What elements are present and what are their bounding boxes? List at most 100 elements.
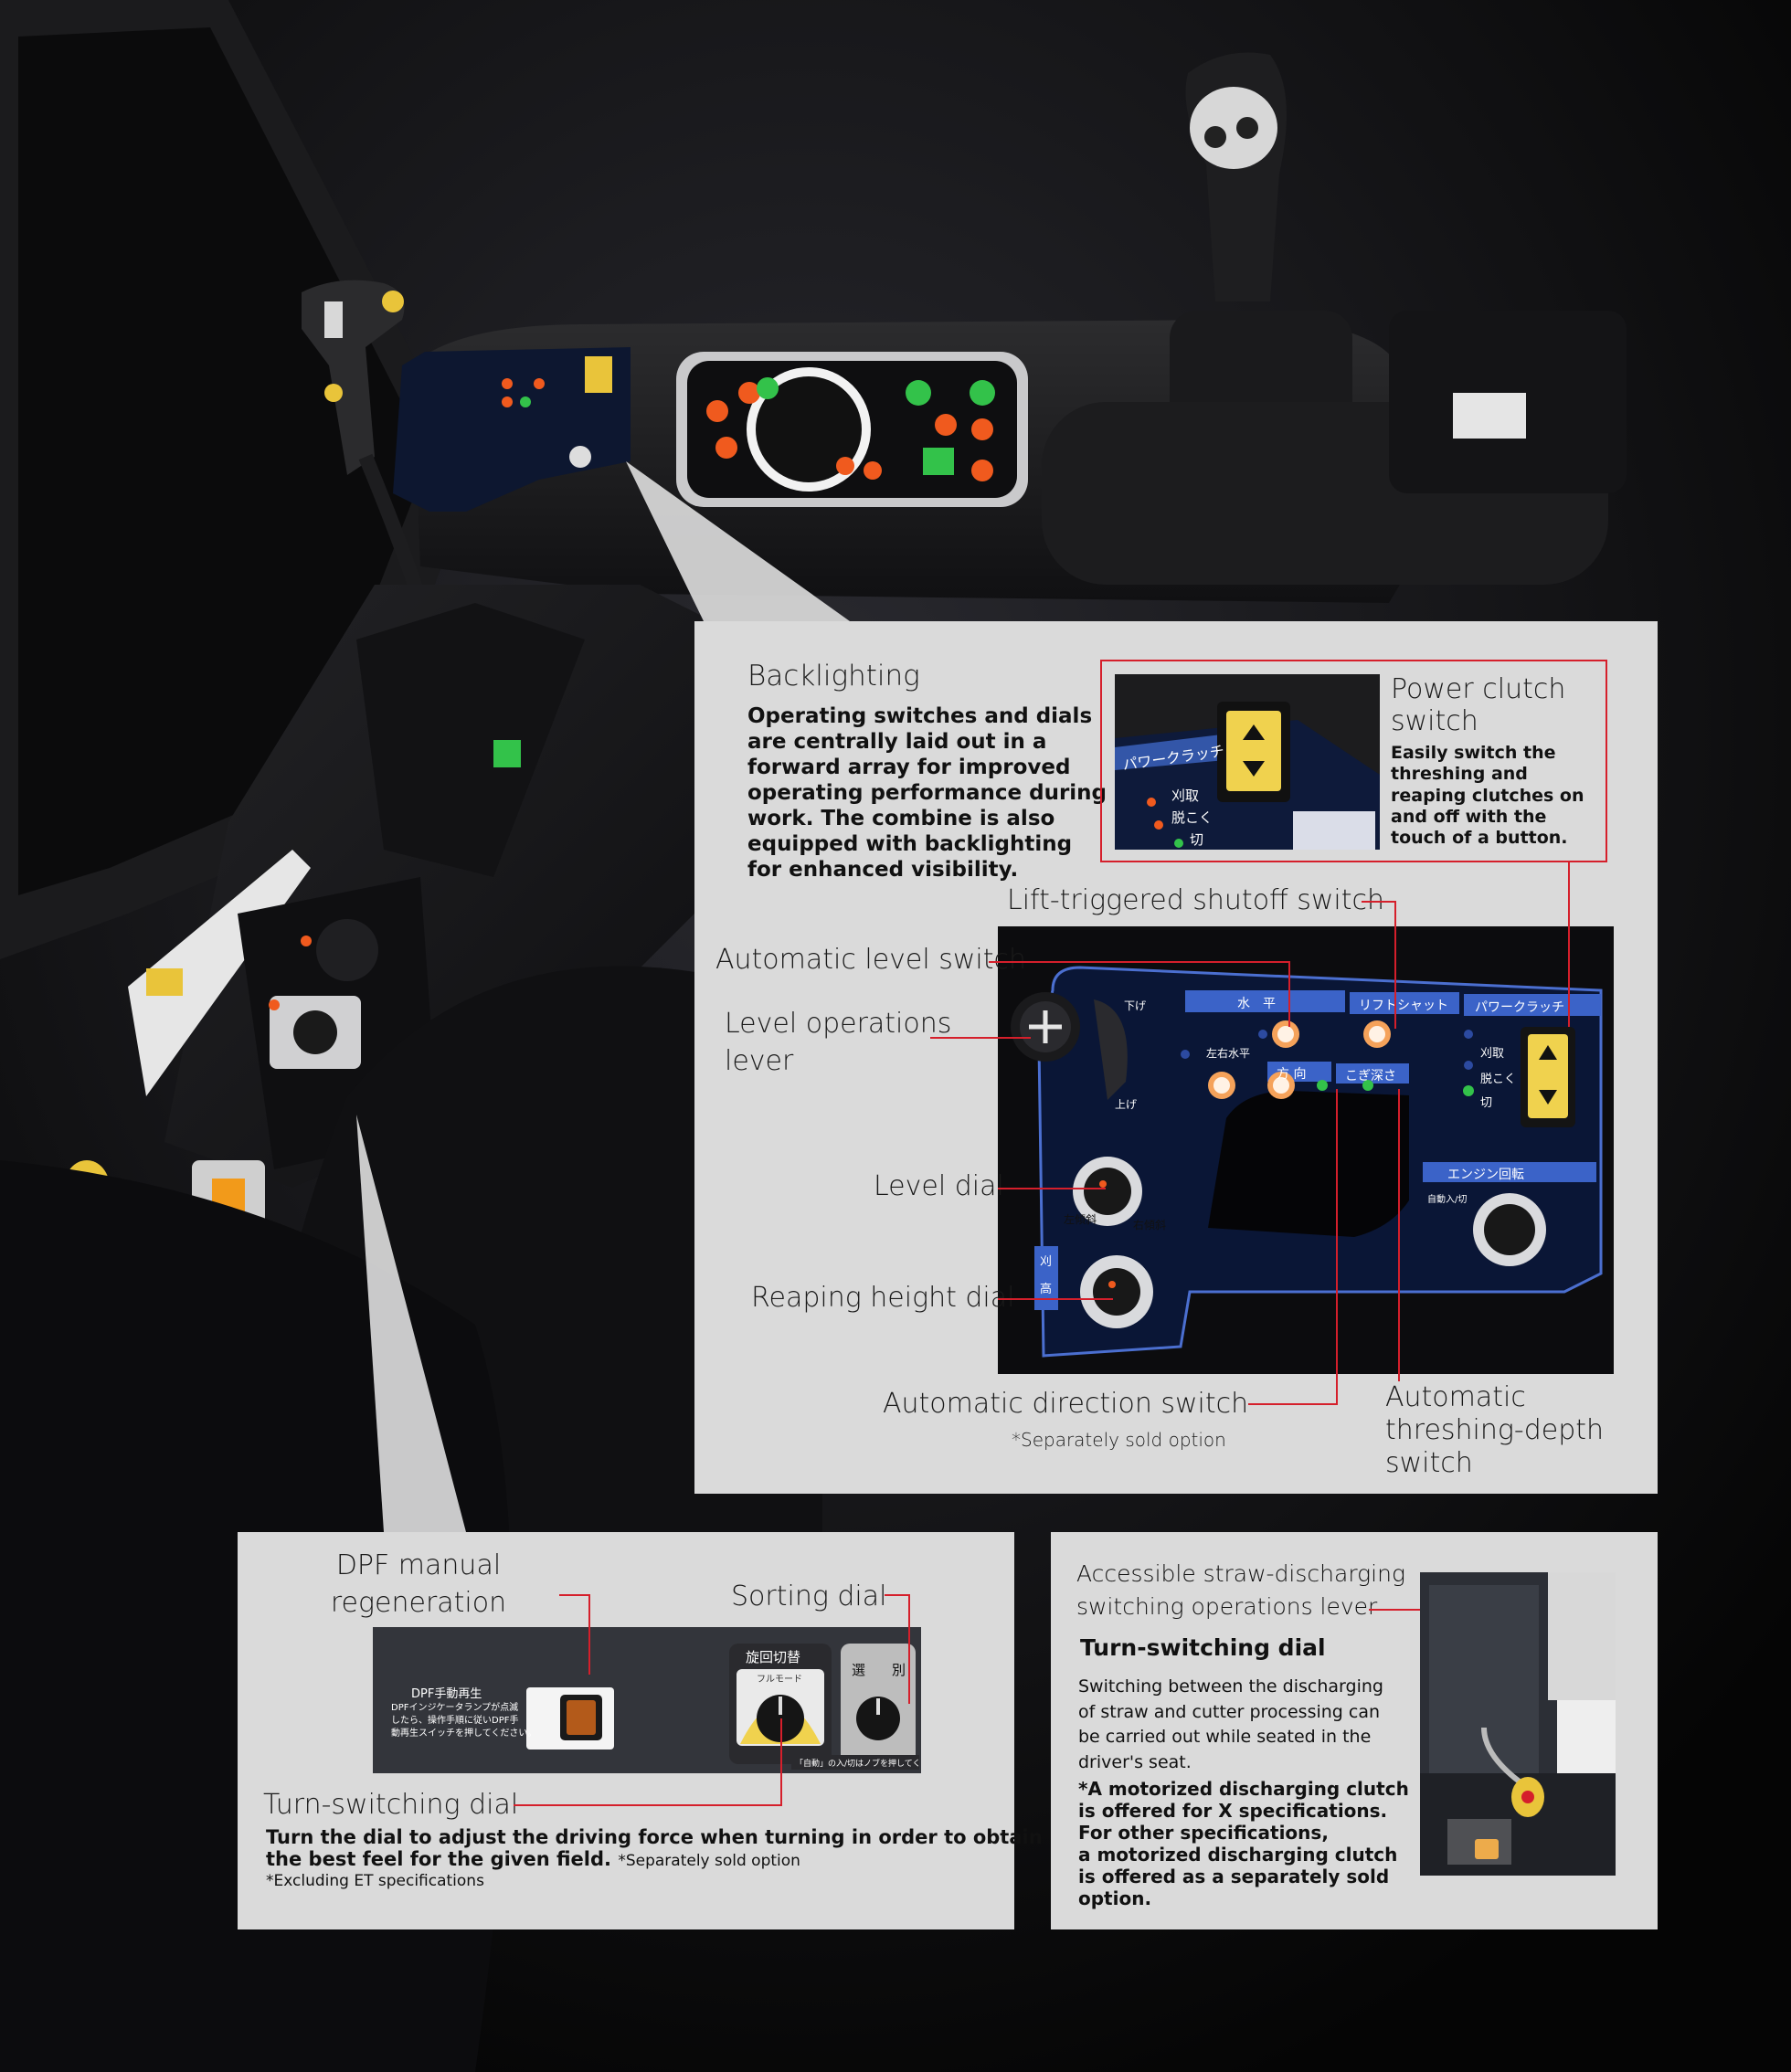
leader-line	[989, 961, 1290, 963]
sorting-dial-label: Sorting dial	[731, 1580, 887, 1612]
leader-line	[1398, 1089, 1400, 1381]
power-clutch-body-line: and off with the	[1391, 807, 1547, 828]
leader-line	[998, 1298, 1113, 1300]
panel-jp-dakkoku: 脱こく	[1480, 1073, 1517, 1086]
leader-line	[998, 1188, 1106, 1189]
sel-jp: 選	[852, 1662, 866, 1678]
leader-line	[1394, 901, 1396, 1029]
dpf-heading-line: DPF manual	[335, 1549, 502, 1581]
level-lever-line: Level operations	[725, 1008, 952, 1040]
power-clutch-photo: パワークラッチ 刈取 脱こく 切	[1115, 674, 1380, 850]
dpf-panel-photo: DPF手動再生 DPFインジケータランプが点滅 したら、操作手順に従いDPF手 …	[373, 1627, 921, 1773]
straw-note-line: For other specifications,	[1078, 1821, 1329, 1844]
auto-level-label: Automatic level switch	[715, 944, 1027, 976]
leader-line	[1288, 961, 1290, 1027]
straw-note-line: *A motorized discharging clutch	[1078, 1777, 1409, 1800]
backlighting-line: operating performance during	[747, 781, 1107, 806]
power-clutch-jp-item: 脱こく	[1171, 809, 1213, 826]
power-clutch-body-line: reaping clutches on	[1391, 785, 1584, 806]
backlighting-line: Operating switches and dials	[747, 704, 1093, 728]
backlighting-line: forward array for improved	[747, 756, 1071, 780]
turn-switching-label: Turn-switching dial	[263, 1789, 519, 1821]
straw-body-line: be carried out while seated in the	[1078, 1727, 1372, 1748]
power-clutch-jp-item: 切	[1190, 831, 1204, 848]
backlighting-panel: Backlighting Operating switches and dial…	[694, 621, 1658, 1494]
auto-threshing-line: switch	[1385, 1447, 1473, 1479]
power-clutch-body-line: touch of a button.	[1391, 828, 1568, 849]
leader-line	[588, 1594, 590, 1675]
dpf-panel: DPF manual regeneration button Sorting d…	[238, 1532, 1043, 1929]
straw-heading-line: Accessible straw-discharging	[1076, 1560, 1405, 1587]
backlighting-heading: Backlighting	[747, 660, 920, 692]
dpf-jp-body-line: したら、操作手順に従いDPF手	[391, 1716, 519, 1726]
leader-line	[885, 1594, 910, 1596]
power-clutch-body-line: Easily switch the	[1391, 743, 1556, 763]
power-clutch-box: パワークラッチ 刈取 脱こく 切 Power clutch switch Eas…	[1100, 660, 1607, 862]
turn-body-text: the best feel for the given field.	[266, 1848, 612, 1870]
turn-note-2: *Excluding ET specifications	[266, 1872, 484, 1890]
turn-note-inline: *Separately sold option	[618, 1852, 800, 1870]
leader-line	[1362, 901, 1396, 903]
dpf-jp-title: DPF手動再生	[411, 1687, 482, 1701]
panel-jp-auto: 自動入/切	[1427, 1195, 1468, 1205]
auto-threshing-line: threshing-depth	[1385, 1414, 1605, 1446]
panel-jp-right-tilt: 右傾斜	[1133, 1219, 1167, 1232]
control-panel-photo: 水 平 リフトシャット パワークラッチ 左右水平 方 向 こぎ深さ 刈取 脱こく…	[998, 926, 1614, 1374]
auto-direction-label: Automatic direction switch	[883, 1388, 1249, 1420]
straw-body-line: Switching between the discharging	[1078, 1676, 1383, 1697]
straw-note-line: option.	[1078, 1887, 1152, 1909]
panel-jp-sayu: 左右水平	[1206, 1047, 1251, 1060]
footer-jp: 「自動」の入/切はノブを押してください	[795, 1760, 921, 1769]
leader-line	[559, 1594, 590, 1596]
lift-shutoff-label: Lift-triggered shutoff switch	[1007, 884, 1385, 916]
leader-line	[1336, 1089, 1338, 1405]
backlighting-line: are centrally laid out in a	[747, 730, 1047, 755]
leader-line	[908, 1594, 910, 1704]
leader-line	[1568, 862, 1570, 1027]
sel-jp: 別	[892, 1662, 906, 1678]
panel-jp-engine: エンジン回転	[1447, 1168, 1524, 1182]
straw-note-line: is offered for X specifications.	[1078, 1799, 1388, 1822]
panel-jp-kiri: 切	[1480, 1096, 1493, 1110]
full-mode-jp: フルモード	[757, 1675, 802, 1685]
panel-jp-power-clutch: パワークラッチ	[1475, 1000, 1564, 1015]
backlighting-body: Operating switches and dials are central…	[747, 703, 1107, 883]
panel-jp-karitori: 刈取	[1480, 1047, 1505, 1061]
panel-jp-kogi: こぎ深さ	[1345, 1069, 1396, 1084]
dpf-jp-body-line: DPFインジケータランプが点滅	[391, 1703, 519, 1713]
straw-body-line: driver's seat.	[1078, 1752, 1192, 1773]
power-clutch-heading: switch	[1391, 704, 1478, 737]
power-clutch-text: Power clutch switch Easily switch the th…	[1391, 673, 1584, 850]
leader-line	[1248, 1403, 1338, 1405]
panel-jp-suihei: 水 平	[1237, 997, 1276, 1011]
auto-direction-note: *Separately sold option	[1012, 1429, 1226, 1451]
panel-jp-lift-shut: リフトシャット	[1359, 999, 1448, 1013]
leader-line	[514, 1804, 782, 1806]
level-dial-label: Level dial	[874, 1170, 1004, 1202]
panel-jp-age: 上げ	[1115, 1098, 1138, 1111]
backlighting-line: equipped with backlighting	[747, 832, 1073, 857]
straw-lever-photo	[1420, 1572, 1616, 1876]
panel-jp-kari: 刈	[1040, 1255, 1053, 1269]
straw-heading-line: switching operations lever	[1076, 1593, 1378, 1620]
leader-line	[930, 1037, 1031, 1039]
auto-threshing-line: Automatic	[1385, 1381, 1526, 1413]
turn-body-line: the best feel for the given field. *Sepa…	[266, 1848, 800, 1870]
dpf-jp-body-line: 動再生スイッチを押してください。	[391, 1728, 537, 1739]
power-clutch-jp-item: 刈取	[1171, 788, 1200, 804]
power-clutch-heading: Power clutch	[1391, 673, 1566, 705]
backlighting-line: for enhanced visibility.	[747, 858, 1019, 883]
straw-note-line: a motorized discharging clutch	[1078, 1843, 1398, 1866]
straw-body: Switching between the discharging of str…	[1078, 1675, 1409, 1909]
power-clutch-body-line: threshing and	[1391, 764, 1528, 785]
panel-jp-sage: 下げ	[1124, 999, 1147, 1012]
auto-threshing-label: Automatic threshing-depth switch	[1385, 1381, 1604, 1480]
leader-line	[1369, 1609, 1420, 1611]
level-lever-label: Level operations lever	[725, 1005, 951, 1081]
leader-line	[780, 1718, 782, 1806]
panel-jp-left-tilt: 左傾斜	[1064, 1213, 1097, 1226]
straw-panel: Accessible straw-discharging switching o…	[1051, 1532, 1658, 1929]
straw-note-line: is offered as a separately sold	[1078, 1865, 1390, 1887]
backlighting-line: work. The combine is also	[747, 807, 1055, 831]
panel-jp-takasa: 高	[1040, 1283, 1053, 1296]
